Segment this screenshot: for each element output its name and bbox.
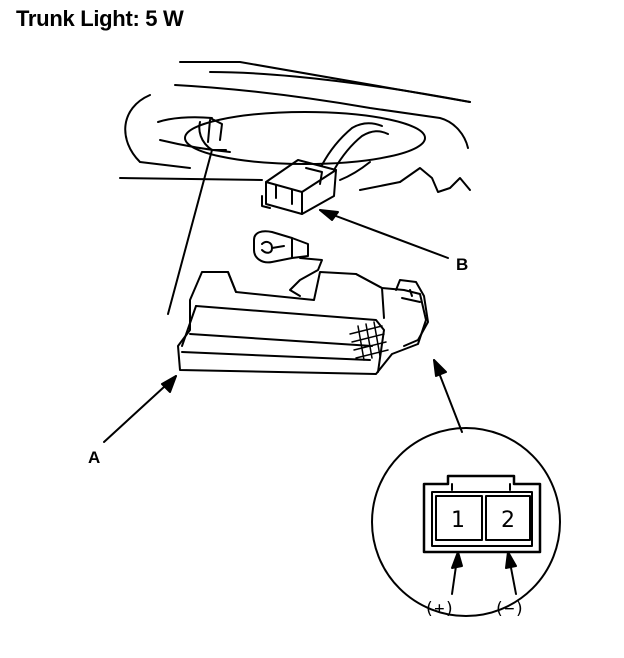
- assembly-guide-line: [207, 119, 211, 143]
- diagram-title: Trunk Light: 5 W: [16, 6, 184, 31]
- connector-detail-circle: [371, 427, 561, 617]
- callout-b-label: B: [456, 255, 468, 274]
- pin-2-cavity: [485, 495, 531, 541]
- wire-harness: [321, 122, 389, 181]
- lens-housing: [177, 271, 429, 375]
- pin-1-polarity-label: (+): [424, 599, 455, 619]
- trunk-lid-panel: [119, 61, 471, 193]
- assembly-guide-line: [167, 149, 213, 315]
- detail-leader: [433, 359, 463, 433]
- pin-1-label: 1: [451, 508, 465, 533]
- harness-connector: [261, 159, 337, 215]
- callout-a-label: A: [88, 448, 100, 467]
- callout-b-leader: [319, 209, 449, 259]
- mounting-opening: [184, 111, 426, 165]
- pin-2-polarity-label: (−): [494, 599, 525, 619]
- ground-wire: [289, 257, 323, 297]
- pin-1-cavity: [435, 495, 483, 541]
- pin-2-label: 2: [501, 508, 515, 533]
- callout-a-leader: [103, 375, 177, 443]
